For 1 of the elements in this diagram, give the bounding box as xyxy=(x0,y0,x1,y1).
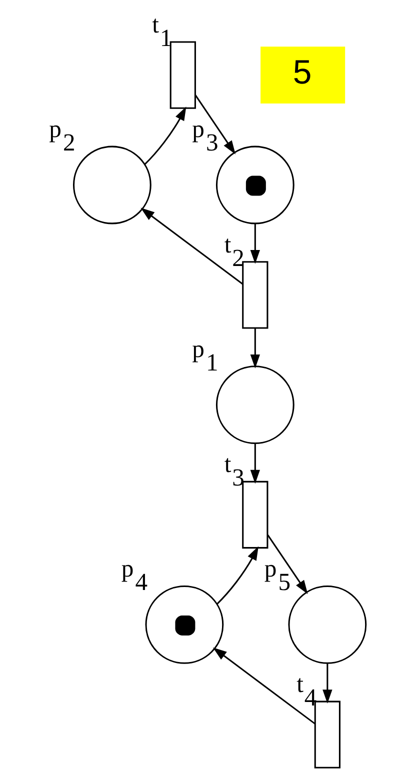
label: 5 xyxy=(292,54,312,92)
